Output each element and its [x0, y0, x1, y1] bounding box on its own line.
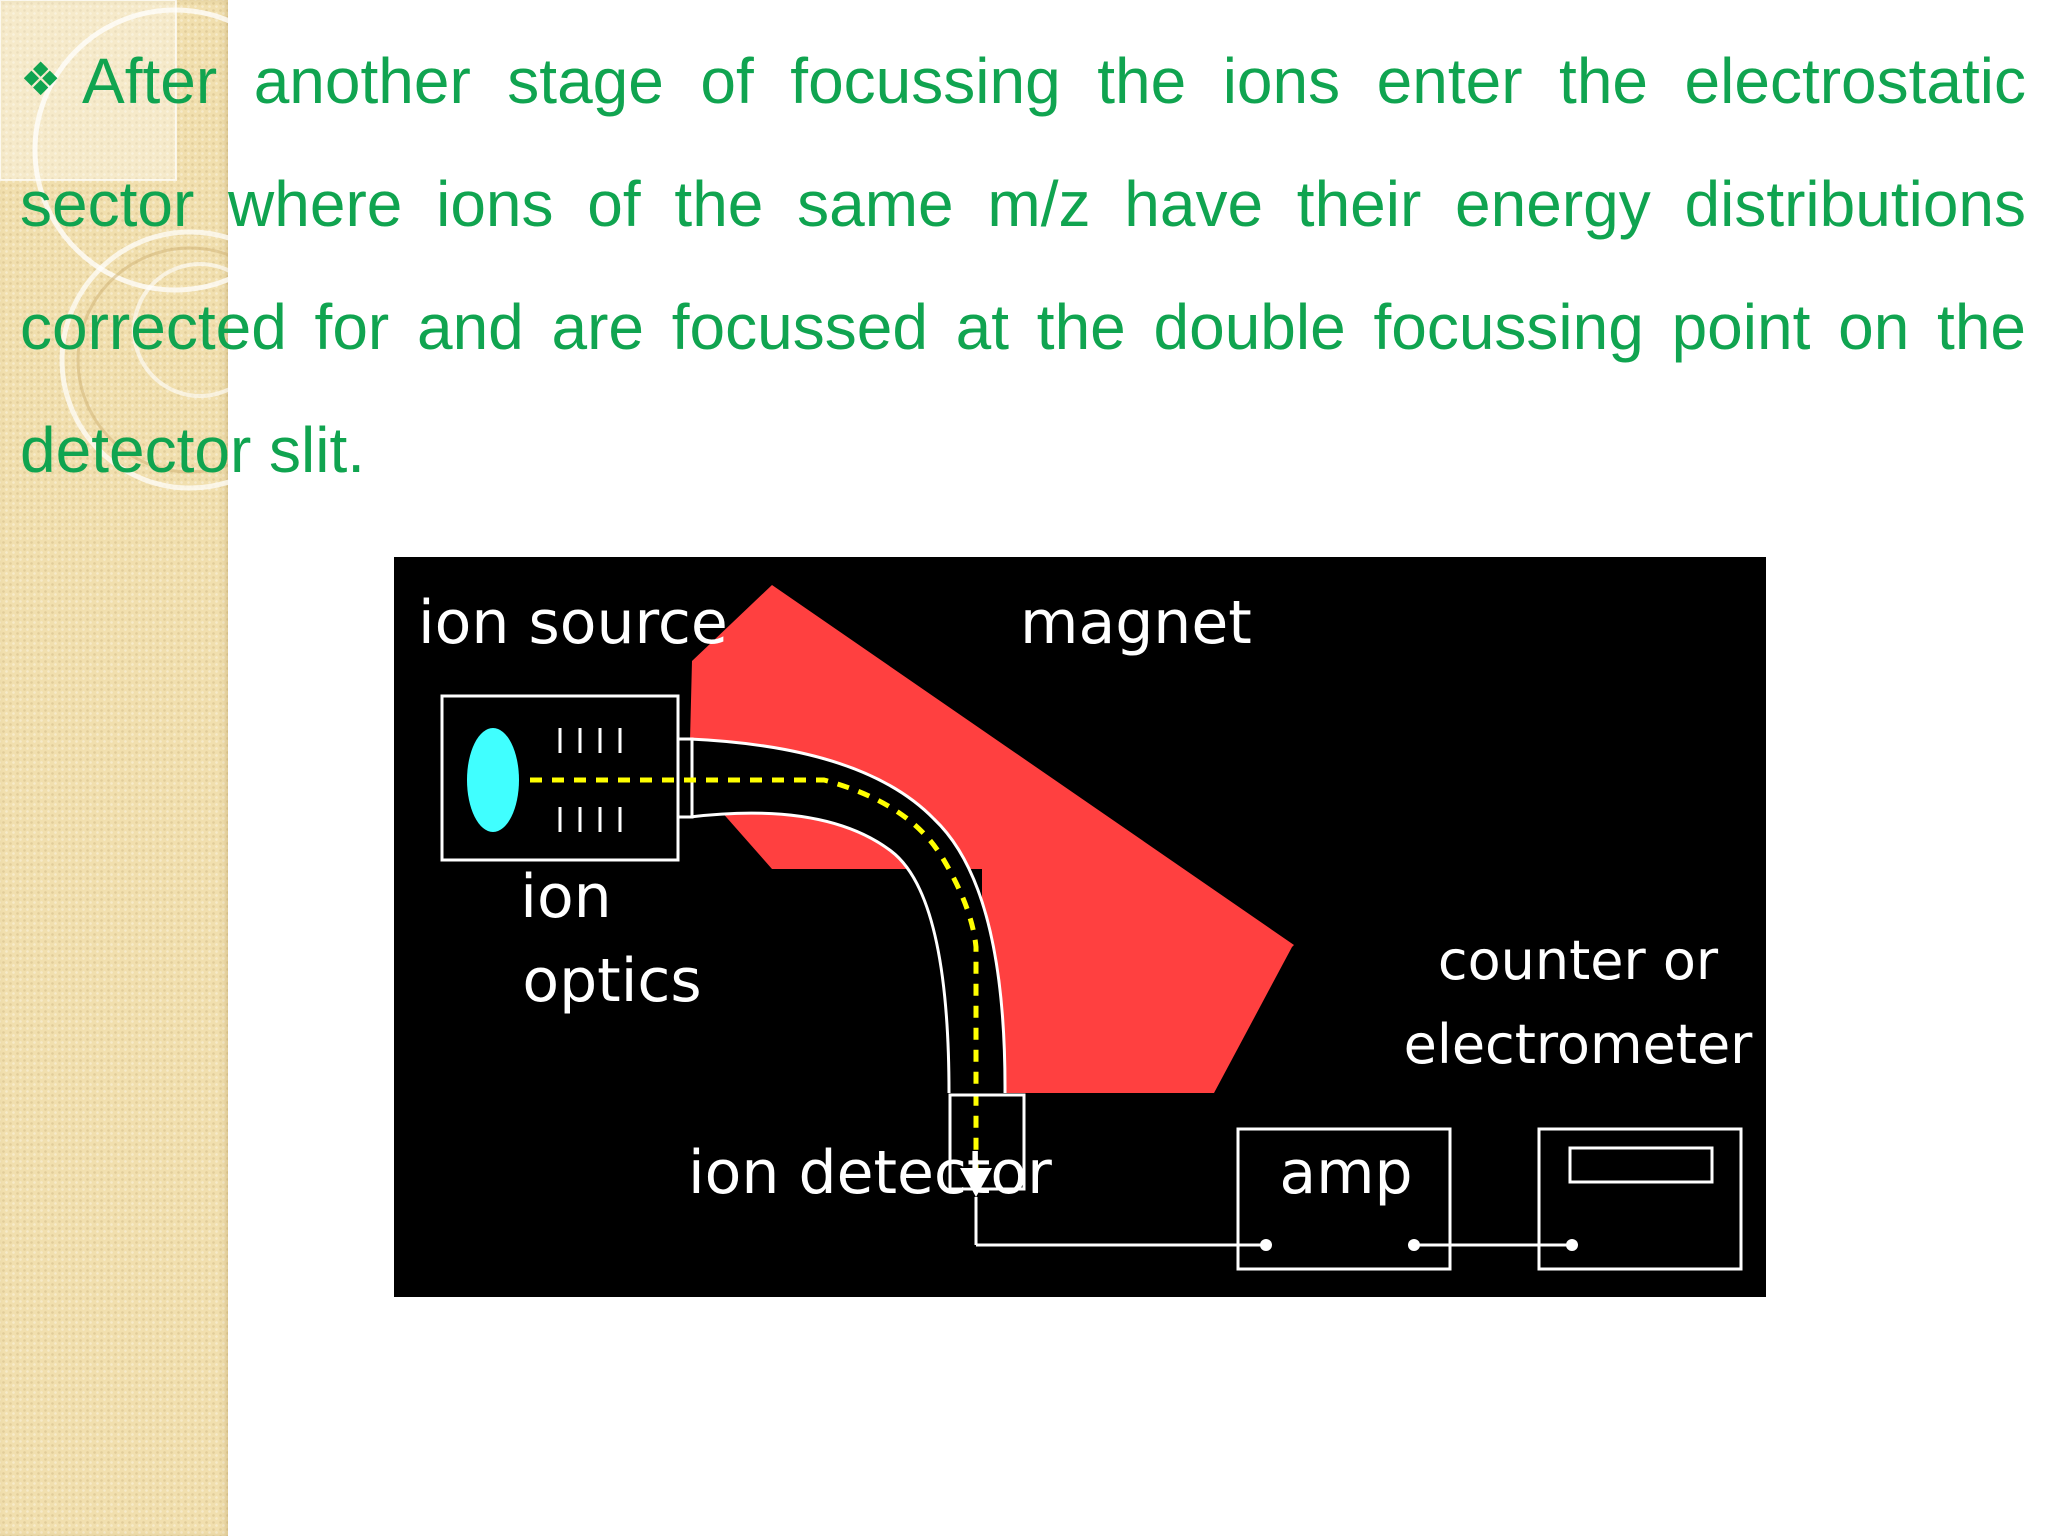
electrometer-display	[1568, 1146, 1714, 1184]
diamond-cluster-icon: ❖	[20, 52, 80, 106]
mass-spectrometer-diagram: ion source magnet ion optics counter or …	[394, 557, 1766, 1297]
ion-source-blob	[467, 728, 519, 832]
amp-box	[1236, 1127, 1452, 1271]
label-counter-or: counter or	[1438, 929, 1719, 992]
ion-detector-icon	[960, 1168, 992, 1197]
label-ion-detector: ion detector	[688, 1138, 1052, 1208]
decorative-rings	[0, 0, 228, 491]
label-optics: optics	[522, 946, 701, 1016]
label-amp: amp	[1279, 1138, 1412, 1208]
label-ion: ion	[520, 862, 611, 932]
label-magnet: magnet	[1020, 588, 1252, 658]
magnet-gap	[690, 739, 1006, 1093]
magnet-shape	[690, 585, 1294, 1093]
label-electrometer: electrometer	[1404, 1013, 1754, 1076]
side-decoration-panel	[0, 0, 228, 1536]
wire-terminals	[1260, 1239, 1578, 1251]
ion-source-box	[440, 694, 680, 862]
ion-optics-plates	[558, 728, 622, 832]
ion-beam-path	[530, 777, 979, 1177]
slide-paragraph: ❖After another stage of focussing the io…	[20, 18, 2026, 512]
ion-detector-box	[948, 1093, 1026, 1191]
magnet-gap-edge-inner	[689, 811, 951, 1094]
electrometer-box	[1537, 1127, 1743, 1271]
magnet-gap-edge-outer	[689, 737, 1007, 1094]
slide-paragraph-text: After another stage of focussing the ion…	[20, 45, 2026, 486]
label-ion-source: ion source	[418, 588, 728, 658]
